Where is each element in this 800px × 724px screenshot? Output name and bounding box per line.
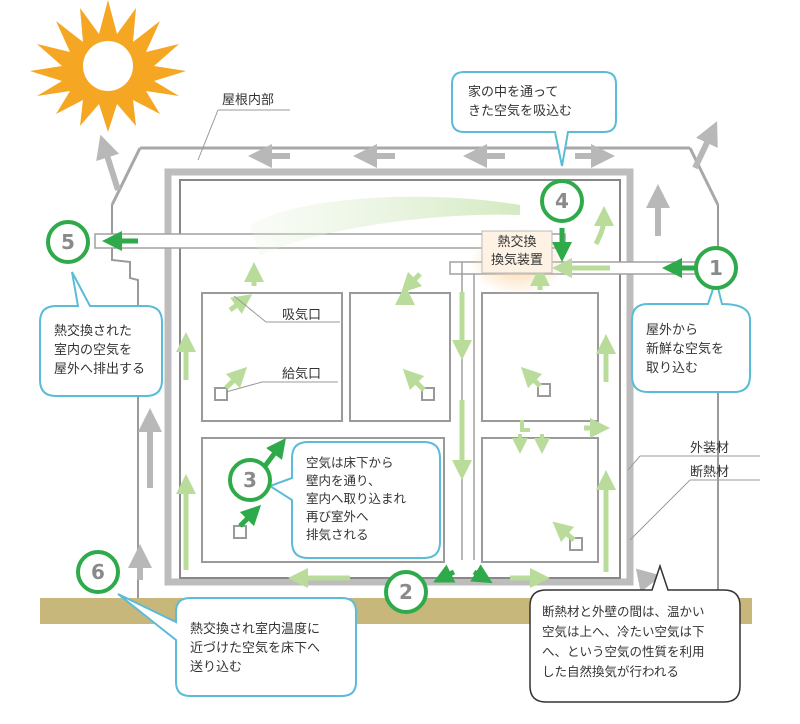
step-5-text: 熱交換された 室内の空気を 屋外へ排出する <box>54 324 146 377</box>
exterior-material-label: 外装材 <box>690 441 730 456</box>
supply-air-arrows <box>176 258 616 588</box>
exhaust-port-label: 吸気口 <box>282 308 322 323</box>
natural-ventilation-note: 断熱材と外壁の間は、温かい 空気は上へ、冷たい空気は下 へ、という空気の性質を利… <box>542 604 705 679</box>
step-3-number: 3 <box>243 468 257 492</box>
fresh-air-arrows <box>102 228 700 584</box>
roof-inside-label: 屋根内部 <box>222 93 275 108</box>
note-bubble <box>529 563 741 703</box>
step-3-text: 空気は床下から 壁内を通り、 室内へ取り込まれ 再び室外へ 排気される <box>306 455 407 542</box>
step-4-number: 4 <box>555 189 569 213</box>
leader-lines <box>197 109 760 541</box>
supply-port-label: 給気口 <box>282 367 322 382</box>
insulation-label: 断熱材 <box>690 465 730 480</box>
step-6-number: 6 <box>91 560 105 584</box>
step-2-number: 2 <box>399 580 413 604</box>
step-circles: 1 2 3 4 5 6 <box>46 179 738 614</box>
callout-bubbles <box>39 71 751 697</box>
step-4-text: 家の中を通って きた空気を吸込む <box>468 85 573 119</box>
step-5-number: 5 <box>61 230 75 254</box>
step-1-text: 屋外から 新鮮な空気を 取り込む <box>646 323 725 376</box>
hx-unit-label: 熱交換 換気装置 <box>490 235 543 268</box>
step-6-text: 熱交換され室内温度に 近づけた空気を床下へ 送り込む <box>190 622 321 675</box>
sun-icon <box>30 0 186 132</box>
hx-unit-box <box>481 230 553 274</box>
step-1-number: 1 <box>709 256 723 280</box>
